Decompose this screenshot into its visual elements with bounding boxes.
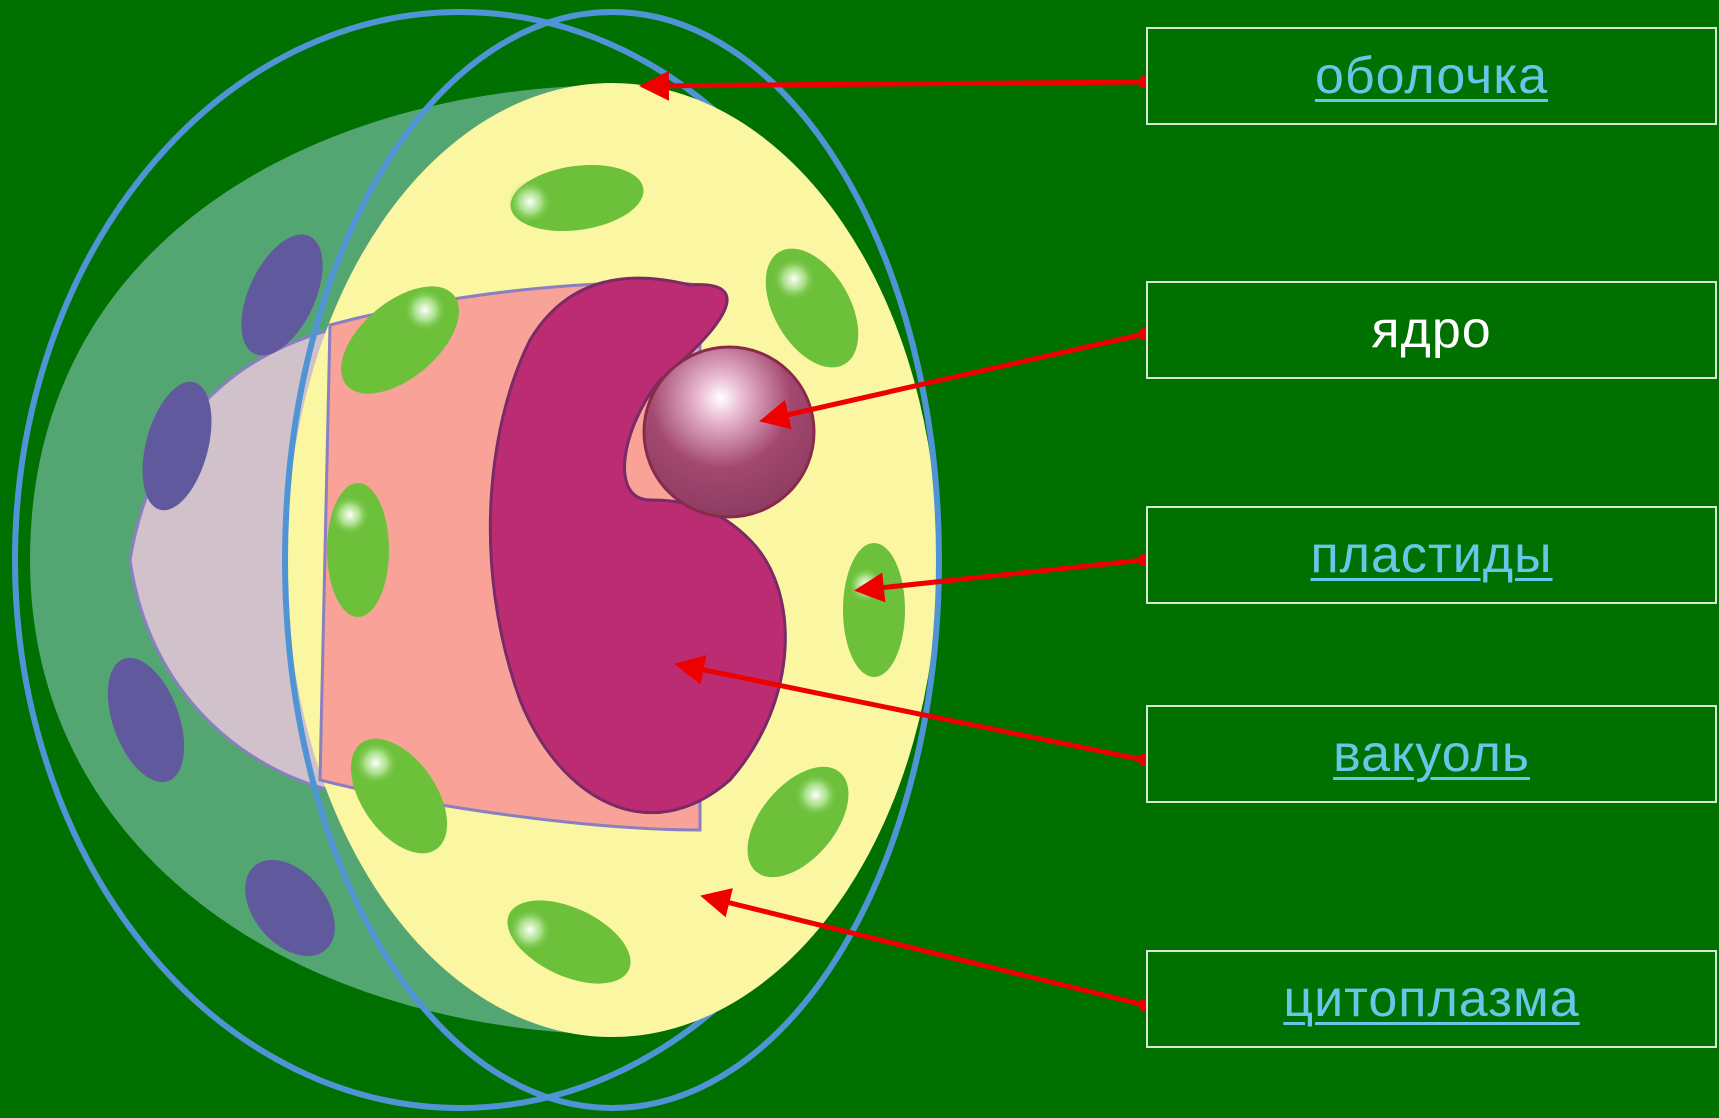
label-box-nucleus: ядро xyxy=(1146,281,1717,379)
nucleus xyxy=(644,347,814,517)
label-plastids-link[interactable]: пластиды xyxy=(1311,525,1553,585)
label-box-plastids[interactable]: пластиды xyxy=(1146,506,1717,604)
label-cytoplasm-link[interactable]: цитоплазма xyxy=(1283,969,1579,1029)
label-vacuole-link[interactable]: вакуоль xyxy=(1333,724,1530,784)
label-box-membrane[interactable]: оболочка xyxy=(1146,27,1717,125)
arrow-membrane xyxy=(645,82,1144,86)
label-box-vacuole[interactable]: вакуоль xyxy=(1146,705,1717,803)
label-nucleus: ядро xyxy=(1371,300,1491,360)
label-box-cytoplasm[interactable]: цитоплазма xyxy=(1146,950,1717,1048)
label-membrane-link[interactable]: оболочка xyxy=(1315,46,1548,106)
